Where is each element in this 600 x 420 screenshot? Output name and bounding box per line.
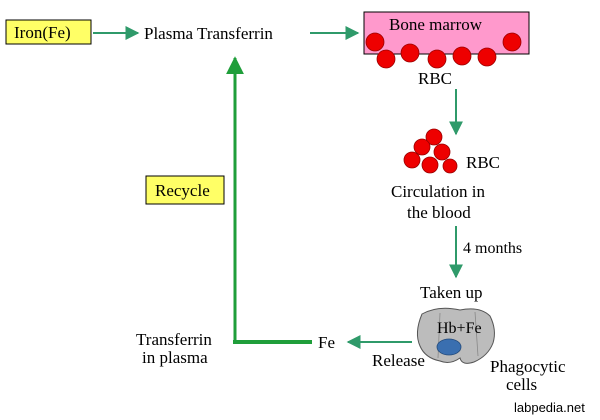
bone-marrow-label: Bone marrow [389,15,483,34]
rbc-cell [403,151,421,169]
recycle-label: Recycle [155,181,210,200]
circulation-label-line1: Circulation in [391,182,485,201]
cell-fold-line [474,311,479,357]
rbc-top-label: RBC [418,69,452,88]
circulation-rbc-cluster [403,128,458,174]
taken-up-label: Taken up [420,283,483,302]
phagocytic-label-line1: Phagocytic [490,357,566,376]
release-label: Release [372,351,425,370]
circulation-label-line2: the blood [407,203,471,222]
iron-label: Iron(Fe) [14,23,71,42]
marrow-rbc-cluster [365,32,522,69]
rbc-cell [413,138,431,156]
rbc-cell [400,43,420,63]
rbc-mid-label: RBC [466,153,500,172]
rbc-cell [477,47,497,67]
rbc-cell [421,156,439,174]
rbc-cell [433,143,451,161]
cell-nucleus [436,338,462,356]
watermark: labpedia.net [514,400,585,415]
recycle-box [145,175,225,205]
rbc-cell [427,49,447,69]
plasma-transferrin-label: Plasma Transferrin [144,24,273,43]
hb-fe-label: Hb+Fe [437,320,482,337]
rbc-cell [376,49,396,69]
transferrin-label-line2: in plasma [142,348,208,367]
four-months-label: 4 months [463,240,522,257]
rbc-cell [442,158,458,174]
rbc-cell [365,32,385,52]
iron-box [5,19,92,45]
rbc-cell [502,32,522,52]
rbc-cell [425,128,443,146]
fe-label: Fe [318,333,335,352]
phagocytic-cell-shape [416,307,495,364]
transferrin-label-line1: Transferrin [136,330,212,349]
bone-marrow-box [363,11,530,55]
phagocytic-label-line2: cells [506,375,537,394]
rbc-cell [452,46,472,66]
